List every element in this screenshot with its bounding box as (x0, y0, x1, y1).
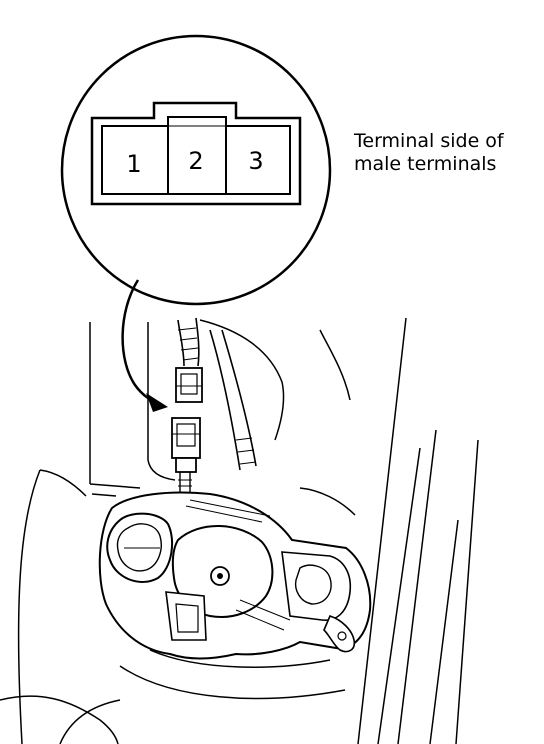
terminal-3-label: 3 (248, 147, 263, 175)
caption-line-1: Terminal side of (354, 130, 504, 152)
caption-line-2: male terminals (354, 153, 497, 175)
terminal-side-caption: Terminal side of male terminals (354, 130, 504, 176)
body-panel (0, 317, 479, 744)
terminal-1-label: 1 (126, 150, 141, 178)
pointer-arrow (121, 279, 168, 412)
magnified-callout: 1 2 3 (60, 34, 332, 306)
terminal-2-box (167, 116, 227, 195)
wire-harness (177, 317, 257, 471)
arrow-head-icon (146, 393, 168, 412)
sensor-assembly (98, 491, 372, 660)
upper-connector (175, 367, 203, 403)
terminal-2-label: 2 (188, 147, 203, 175)
lower-connector (171, 417, 201, 492)
